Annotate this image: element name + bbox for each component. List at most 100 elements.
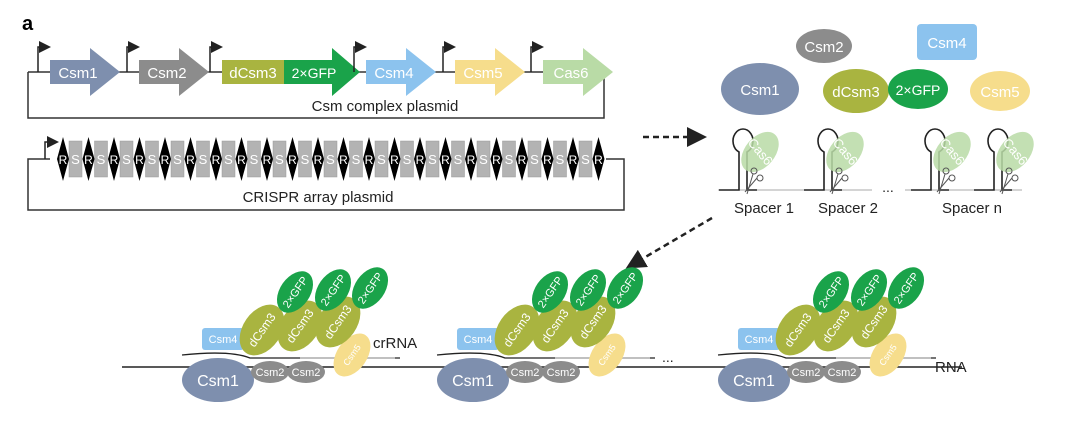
- complex-gfp: [812, 271, 850, 313]
- repeat: [516, 137, 528, 181]
- repeat: [133, 137, 146, 181]
- complex-csm2: [542, 361, 580, 383]
- complex-dcsm3: [239, 304, 285, 356]
- spacer-label: S: [403, 152, 412, 167]
- repeat: [312, 137, 324, 181]
- complex-csm2-label: Csm2: [256, 367, 285, 379]
- repeat-label: R: [518, 153, 527, 167]
- spacer-label: S: [352, 152, 361, 167]
- gene-label: Csm4: [374, 65, 413, 82]
- repeat: [210, 137, 222, 181]
- complex-csm4: [202, 328, 244, 350]
- crispr-plasmid-backbone: [27, 158, 625, 211]
- repeat-label: R: [365, 153, 374, 167]
- complex-dcsm3: [813, 300, 859, 352]
- complex-gfp: [850, 269, 888, 311]
- repeat-hairpin: Cas6: [719, 128, 779, 195]
- spacer-label: S: [97, 152, 106, 167]
- repeat-label: R: [135, 153, 144, 167]
- repeat: [363, 137, 375, 181]
- cas6-enzyme: [741, 131, 779, 173]
- repeat: [388, 137, 401, 181]
- cas6-enzyme: [996, 131, 1034, 173]
- gene-arrow-csm4: [366, 48, 436, 96]
- spacer-label: S: [301, 152, 310, 167]
- spacer-name: Spacer n: [942, 200, 1002, 217]
- spacer-ellipsis: ...: [882, 179, 894, 195]
- repeat-label: R: [84, 153, 93, 167]
- complex-dcsm3: [775, 304, 821, 356]
- crrna-strand: [717, 352, 936, 359]
- repeat-label: R: [543, 153, 552, 167]
- repeat: [414, 137, 426, 181]
- complex-csm2-label: Csm2: [828, 367, 857, 379]
- protein-dcsm3-label: dCsm3: [832, 84, 880, 101]
- complex-csm2-label: Csm2: [547, 367, 576, 379]
- promoter-arrow-icon: [442, 41, 456, 72]
- complex-csm1-label: Csm1: [197, 373, 239, 390]
- repeat: [82, 137, 95, 181]
- repeat-label: R: [263, 153, 272, 167]
- dashed-arrow-down-left-icon: [625, 216, 713, 269]
- protein-csm5-label: Csm5: [980, 84, 1019, 101]
- complex-gfp: [314, 269, 352, 311]
- spacer-label: S: [377, 152, 386, 167]
- complex-csm1: [182, 358, 254, 402]
- complex-csm5: [869, 333, 907, 377]
- repeat: [337, 137, 350, 181]
- complex-dcsm3: [494, 304, 540, 356]
- complex-gfp: [531, 271, 569, 313]
- spacer-label: S: [428, 152, 437, 167]
- repeat: [465, 137, 477, 181]
- promoter-arrow-icon: [37, 41, 51, 72]
- complex-csm1-label: Csm1: [452, 373, 494, 390]
- complex-csm1: [718, 358, 790, 402]
- repeat: [592, 137, 605, 181]
- cas6-enzyme: [933, 131, 971, 173]
- complex-gfp: [606, 267, 644, 309]
- spacer-label: S: [148, 152, 157, 167]
- repeat-label: R: [59, 153, 68, 167]
- protein-csm4-label: Csm4: [927, 35, 966, 52]
- complex-dcsm3: [277, 300, 323, 352]
- gene-csm4: Csm4: [353, 41, 436, 96]
- protein-csm2: [796, 29, 852, 63]
- spacer-label: S: [530, 152, 539, 167]
- complex-csm4-label: Csm4: [209, 334, 238, 346]
- repeat-label: R: [314, 153, 323, 167]
- repeat: [567, 137, 579, 181]
- complex-dcsm3: [532, 300, 578, 352]
- scissors-icon: [829, 167, 849, 195]
- spacer-label: S: [71, 152, 80, 167]
- spacer-label: S: [556, 152, 565, 167]
- complex-csm2: [506, 361, 544, 383]
- complex-csm4-label: Csm4: [745, 334, 774, 346]
- gene-body-gfp: [284, 48, 360, 96]
- complex-csm4: [738, 328, 780, 350]
- complex-csm2-label: Csm2: [292, 367, 321, 379]
- protein-gfp-label: 2×GFP: [896, 82, 941, 98]
- gene-arrow-csm5: [455, 48, 525, 96]
- protein-csm1: [721, 63, 799, 115]
- repeat-label: R: [237, 153, 246, 167]
- repeat-label: R: [416, 153, 425, 167]
- complex-csm2: [287, 361, 325, 383]
- gene-label: dCsm3: [229, 65, 277, 82]
- complex-csm1-label: Csm1: [733, 373, 775, 390]
- promoter-arrow-icon: [126, 41, 140, 72]
- repeat-hairpin: Cas6: [974, 128, 1034, 195]
- cas6-enzyme: [826, 131, 864, 173]
- complex-gfp: [887, 267, 925, 309]
- gene-arrow-csm1: [50, 48, 120, 96]
- protein-csm5: [970, 71, 1030, 111]
- spacer-label: S: [581, 152, 590, 167]
- complex-csm5: [588, 333, 626, 377]
- repeat-label: R: [212, 153, 221, 167]
- promoter-arrow-icon: [353, 41, 367, 72]
